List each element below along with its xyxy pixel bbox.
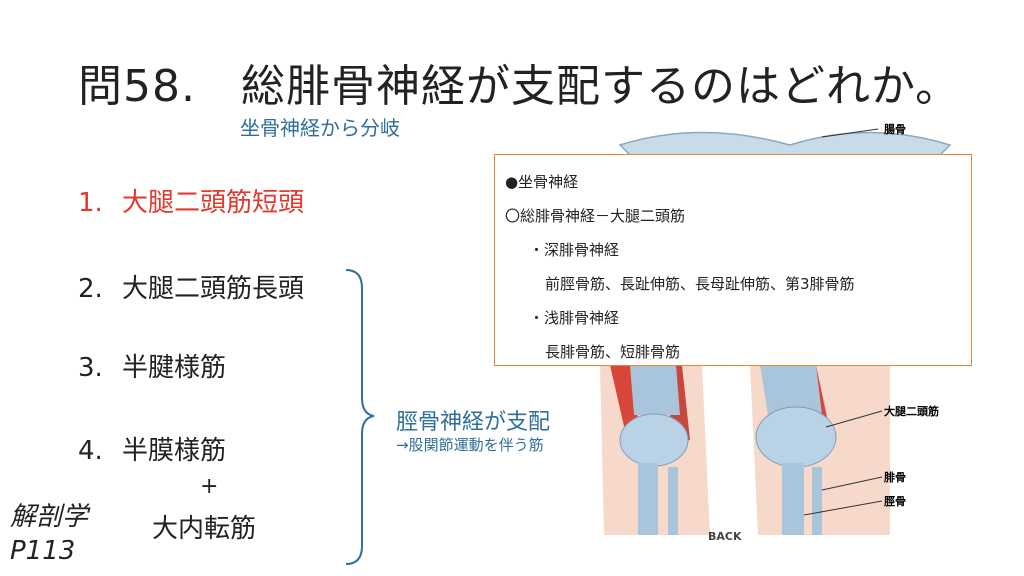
tibial-nerve-subnote: →股関節運動を伴う筋 [396, 436, 544, 454]
info-line-sciatic: ●坐骨神経 [505, 173, 579, 191]
left-tibia [638, 463, 658, 535]
info-line-common-peroneal: 〇総腓骨神経－大腿二頭筋 [505, 207, 686, 225]
question-subtitle: 坐骨神経から分岐 [240, 116, 400, 140]
option-number: 3. [78, 353, 103, 383]
ilium-leader [821, 128, 879, 138]
plus-sign: + [200, 474, 219, 499]
right-tibia [782, 463, 804, 535]
question-title: 問58. 総腓骨神経が支配するのはどれか。 [78, 61, 961, 112]
reference-book: 解剖学 [10, 502, 89, 532]
right-fibula [812, 467, 822, 535]
reference: 解剖学 P113 [10, 500, 88, 568]
left-femur [630, 365, 680, 415]
info-line-deep-muscles: 前脛骨筋、長趾伸筋、長母趾伸筋、第3腓骨筋 [545, 275, 855, 293]
right-femur [760, 365, 822, 415]
right-brace [345, 269, 375, 565]
option-text: 大腿二頭筋短頭 [122, 188, 305, 218]
nerve-info-box: ●坐骨神経 〇総腓骨神経－大腿二頭筋 ・深腓骨神経 前脛骨筋、長趾伸筋、長母趾伸… [494, 154, 972, 366]
label-biceps: 大腿二頭筋 [884, 404, 939, 418]
label-fibula: 腓骨 [884, 470, 906, 484]
option-text: 半膜様筋 [122, 436, 227, 466]
adductor-magnus-text: 大内転筋 [152, 514, 257, 544]
label-tibia: 脛骨 [884, 495, 906, 508]
option-number: 4. [78, 436, 103, 466]
option-4: 4. 半膜様筋 [78, 430, 226, 467]
tibial-nerve-note: 脛骨神経が支配 [396, 410, 551, 435]
fibula-leader [821, 476, 883, 491]
left-knee [619, 413, 689, 467]
option-number: 1. [78, 188, 103, 218]
reference-page: P113 [10, 536, 76, 566]
right-knee [755, 406, 837, 468]
info-line-superficial-peroneal: ・浅腓骨神経 [529, 309, 620, 327]
option-number: 2. [78, 274, 103, 304]
option-1: 1. 大腿二頭筋短頭 [78, 182, 304, 219]
option-2: 2. 大腿二頭筋長頭 [78, 268, 304, 305]
knee-anatomy-illustration: 腸骨 大腿二頭筋 腓骨 脛骨 BACK [600, 123, 952, 543]
info-line-deep-peroneal: ・深腓骨神経 [529, 241, 620, 259]
label-ilium: 腸骨 [884, 123, 906, 136]
left-fibula [668, 467, 678, 535]
option-text: 半腱様筋 [122, 353, 227, 383]
tibia-leader [803, 500, 883, 516]
option-3: 3. 半腱様筋 [78, 347, 226, 384]
label-back: BACK [708, 530, 742, 543]
option-text: 大腿二頭筋長頭 [122, 274, 305, 304]
biceps-leader [825, 410, 883, 428]
info-line-superficial-muscles: 長腓骨筋、短腓骨筋 [545, 343, 681, 361]
